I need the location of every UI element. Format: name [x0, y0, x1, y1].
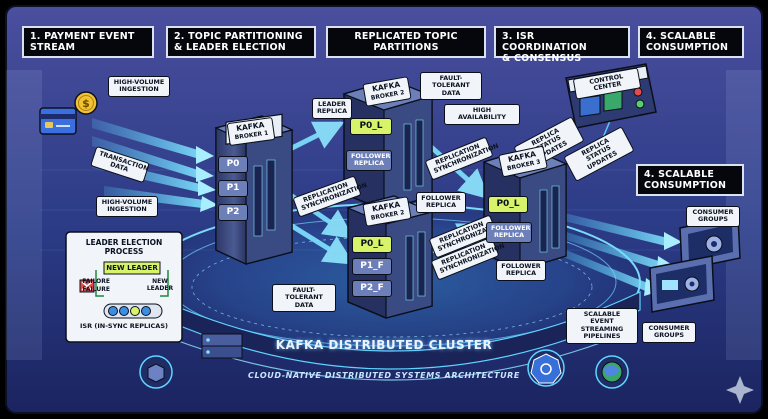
- label-high-volume-ingestion-top: HIGH-VOLUME INGESTION: [108, 76, 170, 97]
- broker-2-top-partition-p0l: P0_L: [350, 118, 392, 135]
- broker-2-bottom-partition-p2f: P2_F: [352, 280, 392, 297]
- ingestion-arrowhead-2: [196, 166, 214, 182]
- handshake-icon: [579, 95, 601, 118]
- ingestion-arrowhead-4: [200, 196, 218, 212]
- section-header-replicated-partitions: REPLICATED TOPIC PARTITIONS: [326, 26, 486, 58]
- leader-election-failure-overlap: FAILORE: [82, 278, 110, 285]
- broker-1-partition-p0: P0: [218, 156, 248, 173]
- cluster-floor-dashed-ring: [191, 236, 593, 338]
- leader-election-failure: FAILURE: [82, 286, 111, 293]
- ingestion-arrowhead-3: [198, 180, 216, 196]
- broker-1-partition-p2: P2: [218, 204, 248, 221]
- consumption-arrow-1: [560, 212, 668, 246]
- section-header-scalable-consumption: 4. SCALABLE CONSUMPTION: [638, 26, 744, 58]
- kubernetes-icon: [527, 349, 565, 387]
- left-side-glow: [6, 70, 42, 360]
- broker-2-top-follower: FOLLOWER REPLICA: [346, 150, 392, 171]
- new-leader-arrow: [160, 270, 169, 297]
- ingestion-arrow-1: [92, 118, 198, 158]
- cube-box-icon: [139, 355, 173, 389]
- leader-election-new-leader: NEW LEADER: [106, 264, 158, 272]
- label-consumer-groups-bottom: CONSUMER GROUPS: [642, 322, 696, 343]
- failure-arrow: [95, 270, 104, 297]
- consumption-arrow-3: [556, 246, 650, 292]
- label-high-volume-ingestion-bottom: HIGH-VOLUME INGESTION: [96, 196, 158, 217]
- cloud-architecture-title: CLOUD-NATIVE DISTRIBUTED SYSTEMS ARCHITE…: [247, 371, 520, 380]
- broker-3-follower: FOLLOWER REPLICA: [486, 222, 532, 243]
- label-leader-replica: LEADER REPLICA: [312, 98, 352, 119]
- isr-node-3: [130, 306, 140, 316]
- section-header-topic-partitioning: 2. TOPIC PARTITIONING & LEADER ELECTION: [166, 26, 316, 58]
- broker-2-bottom-partition-p1f: P1_F: [352, 258, 392, 275]
- cluster-title: KAFKA DISTRIBUTED CLUSTER: [275, 338, 493, 352]
- status-light-green: [635, 99, 645, 109]
- label-consumer-groups-top: CONSUMER GROUPS: [686, 206, 740, 227]
- isr-node-1: [108, 306, 118, 316]
- replication-arrow-b1-b2bottom-2: [289, 223, 355, 265]
- replication-arrow-b1-b2top: [289, 121, 345, 151]
- broker-1-partition-p1: P1: [218, 180, 248, 197]
- status-light-red: [633, 87, 643, 97]
- consumer-monitor-stack-top: [679, 215, 741, 271]
- ingestion-arrowhead-1: [196, 146, 214, 164]
- label-scalable-pipelines: SCALABLE EVENT STREAMING PIPELINES: [566, 308, 638, 344]
- broker-2-bottom-partition-p0l: P0_L: [352, 236, 392, 253]
- consumption-arrow-2: [560, 230, 662, 270]
- sparkle-icon: [726, 376, 754, 404]
- server-stack-icon: [201, 333, 243, 359]
- ingestion-arrow-2: [92, 136, 198, 178]
- label-fault-tolerant-data-top: FAULT-TOLERANT DATA: [420, 72, 482, 101]
- section-header-isr-coordination: 3. ISR COORDINATION & CONSENSUS: [494, 26, 630, 64]
- section-header-payment-stream: 1. PAYMENT EVENT STREAM: [22, 26, 154, 58]
- consumer-monitor-stack-bottom: [649, 255, 715, 313]
- globe-icon: [595, 355, 629, 389]
- leader-election-title: LEADER ELECTION PROCESS: [85, 238, 163, 256]
- label-follower-replica-1: FOLLOWER REPLICA: [416, 192, 466, 213]
- new-leader-badge: [103, 261, 161, 275]
- leader-election-panel: [65, 231, 183, 343]
- svg-text:$: $: [82, 97, 90, 110]
- cluster-floor-rim: [143, 291, 641, 370]
- isr-node-2: [119, 306, 129, 316]
- label-high-availability: HIGH AVAILABILITY: [444, 104, 520, 125]
- dollar-coin-icon: $: [74, 91, 98, 115]
- isr-node-4: [141, 306, 151, 316]
- consumption-arrowhead-1: [664, 232, 682, 250]
- leader-election-isr: ISR (IN-SYNC REPLICAS): [80, 322, 168, 330]
- credit-card-icon: [39, 107, 77, 135]
- leader-election-new-leader-side: NEW LEADER: [146, 278, 174, 292]
- broker-3-partition-p0l: P0_L: [488, 196, 528, 213]
- section-header-scalable-consumption-2: 4. SCALABLE CONSUMPTION: [636, 164, 744, 196]
- label-fault-tolerant-data-bottom: FAULT-TOLERANT DATA: [272, 284, 336, 313]
- label-follower-replica-2: FOLLOWER REPLICA: [496, 260, 546, 281]
